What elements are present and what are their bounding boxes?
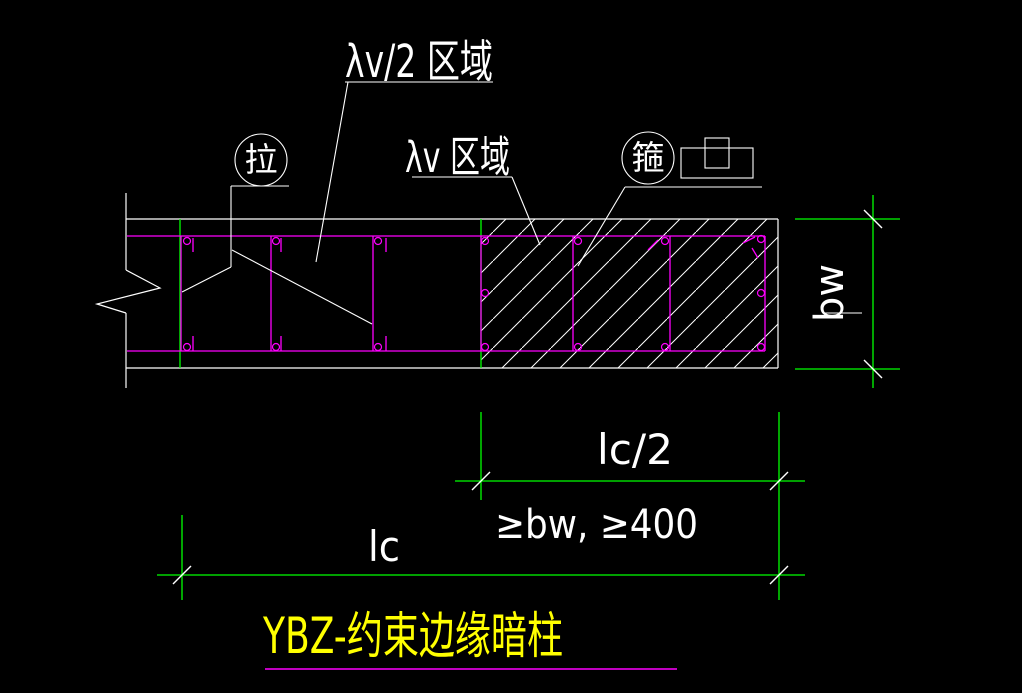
hook-tick [742,236,756,244]
dimension-ticks [172,209,883,585]
rebar-dot [182,236,192,246]
dim-tick [863,209,883,229]
tie-bar-diagonal-short [181,266,232,293]
hoop-badge-label: 箍 [632,138,665,177]
hoop-legend-rect [680,147,754,179]
hook-tick [647,239,659,251]
zone-half-leader [315,81,349,263]
dim-lc-label: lc [368,522,400,571]
dim-tick [172,565,192,585]
rebar-dot [573,236,583,246]
rebar-dot [373,342,383,352]
dim-tick [769,471,789,491]
hoop-circle [621,131,675,185]
zone-half-callout [315,81,493,263]
rebar-dot [756,342,766,352]
wall-outline [94,193,779,388]
rebar-dot [573,342,583,352]
tie-badge-label: 拉 [245,140,278,179]
dim-tick [471,471,491,491]
rebar-dot [756,288,766,298]
zone-leader [511,176,541,246]
rebar-dot [756,234,766,244]
hoop-leader [577,186,626,267]
zone-label: λv 区域 [405,133,510,183]
hatch-region [481,219,778,368]
rebar-dot [182,342,192,352]
rebar-dot [660,342,670,352]
rebar-dot [373,236,383,246]
zone-half-label: λv/2 区域 [345,35,493,88]
break-symbol [94,269,162,314]
rebar-dot [271,342,281,352]
dim-tick [863,359,883,379]
rebar-dot [480,342,490,352]
drawing-title: YBZ-约束边缘暗柱 [262,607,563,665]
tie-bar-diagonal [231,249,373,325]
rebar-dot [480,288,490,298]
dim-min-label: ≥bw, ≥400 [495,502,698,548]
dimension-lines [157,195,900,600]
hook-tick [751,247,759,259]
zone-callout [412,176,541,246]
dim-lc2-label: lc/2 [597,425,673,474]
rebar-dot [480,236,490,246]
dim-bw-label: bw [807,264,853,322]
hoop-callout [577,131,762,267]
rebar-circles [182,234,766,352]
tie-callout [181,133,373,325]
rebar-dot [660,236,670,246]
rebar-dot [271,236,281,246]
hoop-legend-small-rect [704,137,730,169]
dim-tick [769,565,789,585]
